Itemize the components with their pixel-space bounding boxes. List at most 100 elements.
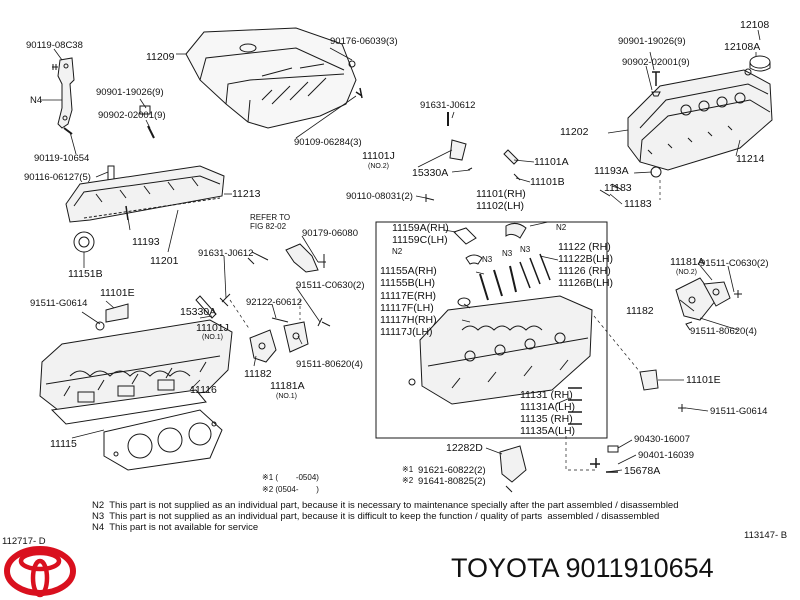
right-head-cover-part [599,69,773,197]
label-n2-b: N2 [392,247,403,256]
label-11213: 11213 [232,188,261,200]
label-n4: N4 [30,95,43,106]
bracket-part [499,445,619,493]
note-n4: N4 This part is not available for servic… [92,522,259,533]
label-91511-C0630-right: 91511-C0630(2) [700,258,769,269]
figure-code-left: 112717- D [2,536,46,547]
label-refer-to-fig: REFER TO FIG 82-02 [250,213,291,231]
label-n3-b: N3 [502,249,513,258]
label-90119-08C38: 90119-08C38 [26,40,83,51]
legend-mark-2: ※2 (0504- ) [262,485,319,494]
label-n3-c: N3 [520,245,531,254]
label-11182-left: 11182 [244,368,272,380]
figure-code-right: 113147- B [744,530,788,541]
label-11101E-right: 11101E [686,374,721,386]
label-x1-mark: ※1 [402,465,414,474]
label-11101E-left: 11101E [100,287,135,299]
label-15330A-left: 15330A [180,306,217,318]
label-90902-02001-left: 90902-02001(9) [98,110,166,121]
label-11181A-right: 11181A [670,256,705,268]
label-11193: 11193 [132,236,160,248]
label-91511-80620-right: 91511-80620(4) [690,326,757,337]
label-11183-a: 11183 [604,182,632,194]
label-11101B: 11101B [530,176,565,188]
label-90116-06127: 90116-06127(5) [24,172,91,183]
label-90901-19026-left: 90901-19026(9) [96,87,164,98]
gasket-part [50,389,223,471]
label-no2-right: (NO.2) [676,269,697,276]
note-n2: N2 This part is not supplied as an indiv… [92,500,679,511]
label-90401-16039: 90401-16039 [638,450,694,461]
label-91511-80620-left: 91511-80620(4) [296,359,363,370]
label-15678A: 15678A [624,465,661,477]
label-x2-mark: ※2 [402,476,414,485]
camshaft-cap-part [95,293,331,331]
label-11117H: 11117H(RH) 11117J(LH) [380,314,437,338]
engine-cover-part [185,27,363,129]
note-n3: N3 This part is not supplied as an indiv… [92,511,660,522]
left-head-cover-part [65,165,225,253]
label-no1-left: (NO.1) [202,334,223,341]
label-90110-08031: 90110-08031(2) [346,191,413,202]
bolt-part [568,387,582,425]
label-11116: 11116 [190,384,217,396]
label-90430-16007: 90430-16007 [634,434,690,445]
bolt-part [651,71,661,97]
label-11101J-left: 11101J [196,322,229,334]
plug-tube-part [425,112,521,202]
label-11183-b: 11183 [624,198,652,210]
label-n2-a: N2 [556,223,567,232]
legend-mark-1: ※1 ( -0504) [262,473,319,482]
label-90901-19026-right: 90901-19026(9) [618,36,686,47]
label-11202: 11202 [560,126,589,138]
label-90109-06284: 90109-06284(3) [294,137,362,148]
label-n3-a: N3 [482,255,493,264]
label-12108: 12108 [740,19,770,31]
label-91511-G0614-left: 91511-G0614 [30,298,88,309]
brand-part-number: TOYOTA 9011910654 [451,553,714,583]
detail-inset-frame [375,221,608,439]
label-11201: 11201 [150,255,179,267]
bracket-part [675,277,742,331]
oil-cap-part [744,55,771,76]
label-11182-right: 11182 [626,305,654,317]
label-no2-center: (NO.2) [368,163,389,170]
label-12282D: 12282D [446,442,483,454]
label-91631-J0612-center: 91631-J0612 [420,100,476,111]
label-90902-02001-right: 90902-02001(9) [622,57,690,68]
label-11101A: 11101A [534,156,569,168]
label-12108A: 12108A [724,41,761,53]
label-90119-10654: 90119-10654 [34,153,90,164]
label-11151B: 11151B [68,268,103,280]
label-91621-60822: 91621-60822(2) [418,465,486,476]
bracket-part [247,243,326,273]
label-90179-06080: 90179-06080 [302,228,358,239]
label-no1-bracket: (NO.1) [276,393,297,400]
assembly-lines [229,180,661,471]
label-11159: 11159A(RH) 11159C(LH) [392,222,449,246]
label-92122-60612: 92122-60612 [246,297,302,308]
label-91511-G0614-right: 91511-G0614 [710,406,768,417]
label-11193A: 11193A [594,165,629,177]
label-11101-11102: 11101(RH) 11102(LH) [476,188,526,212]
label-11115: 11115 [50,438,77,450]
bracket-part [249,321,309,363]
toyota-logo [4,546,76,598]
label-11122: 11122 (RH) 11122B(LH) 11126 (RH) 11126B(… [558,241,614,289]
label-11181A-left: 11181A [270,380,305,392]
label-91511-C0630-left: 91511-C0630(2) [296,280,365,291]
left-cylinder-head-part [39,319,233,411]
label-11101J-center: 11101J [362,150,395,162]
right-cylinder-head-part [408,295,593,405]
left-bracket-part [57,57,75,129]
label-11131: 11131 (RH) 11131A(LH) 11135 (RH) 11135A(… [520,389,576,437]
label-90176-06039: 90176-06039(3) [330,36,398,47]
leader-lines [40,29,761,473]
label-15330A-center: 15330A [412,167,449,179]
label-11117: 11117E(RH) 11117F(LH) [380,290,437,314]
camshaft-cap-part [639,369,686,412]
label-91631-J0612-left: 91631-J0612 [198,248,254,259]
label-11214: 11214 [736,153,765,165]
